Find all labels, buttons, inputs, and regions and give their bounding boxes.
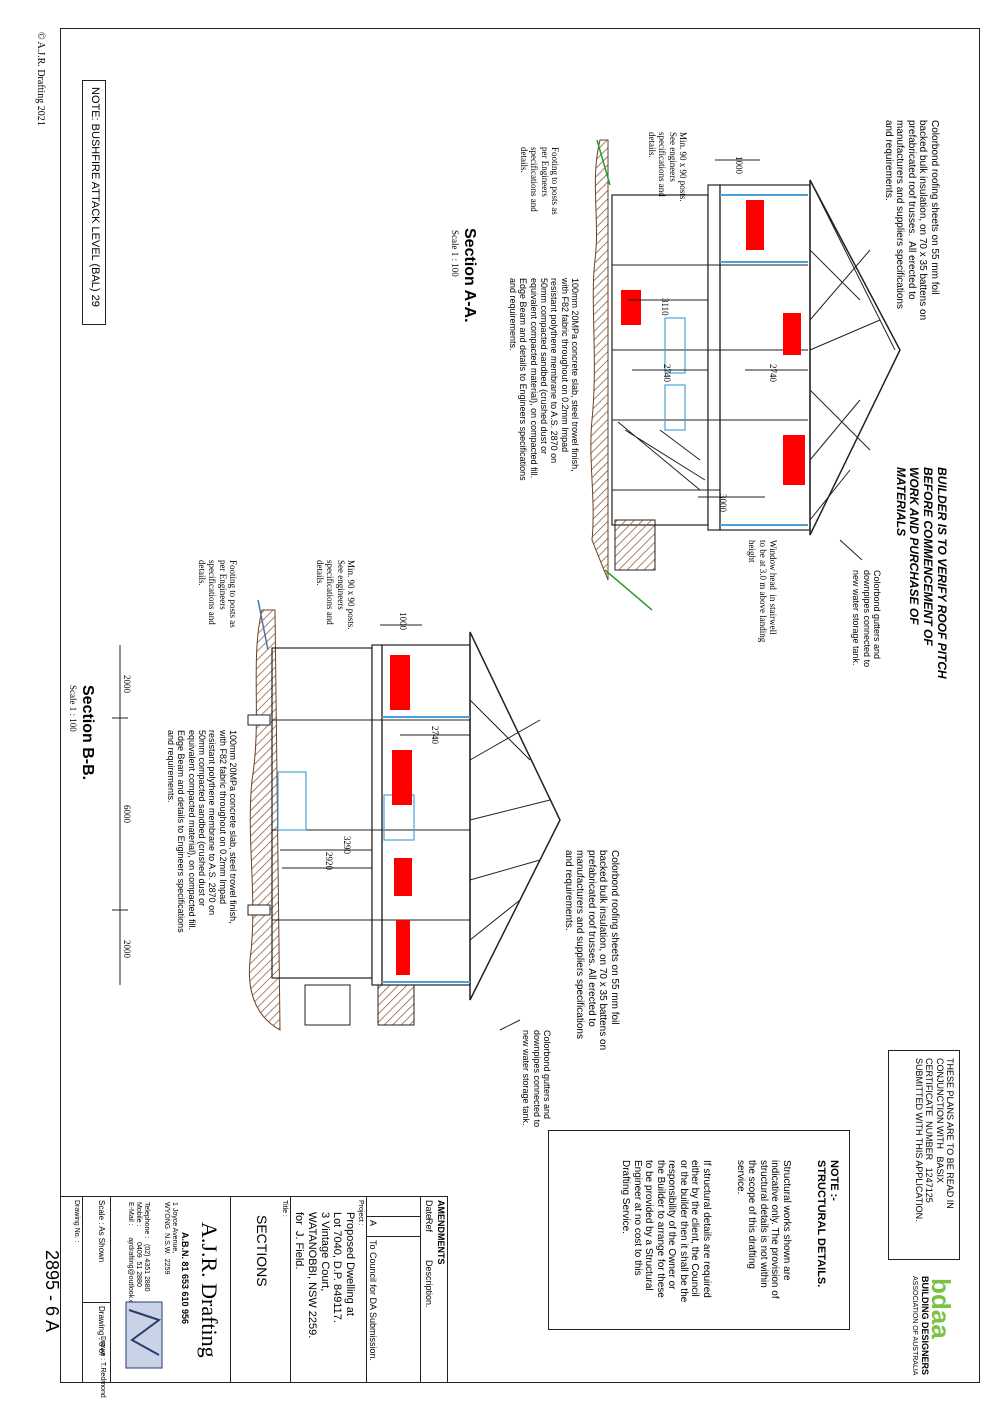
tb-divider	[366, 1236, 420, 1237]
scale-label: Scale : As Shown	[97, 1200, 106, 1263]
drawing-title: SECTIONS	[254, 1215, 270, 1287]
bal-note-box: NOTE: BUSHFIRE ATTACK LEVEL (BAL) 29	[82, 80, 106, 325]
col-date: Date	[424, 1200, 434, 1220]
section-b-scale: Scale 1 : 100	[68, 685, 78, 732]
drawing-no: 2895 - 6 A	[42, 1250, 62, 1333]
section-b-dim-2000-b: 2000	[122, 940, 132, 958]
amendments-label: AMENDMENTS	[436, 1200, 446, 1265]
project-text: Proposed Dwelling at Lot 7040, D.P. 8491…	[293, 1212, 356, 1339]
firm-contact: Telephone : (02) 4351 2880 Mobile : 0409…	[126, 1202, 150, 1314]
structural-para1: Structural works shown are indicative on…	[735, 1160, 792, 1299]
section-b-slab-note: 100mm 20MPa concrete slab, steel trowel …	[165, 730, 238, 933]
bdaa-line1: BUILDING DESIGNERS	[920, 1276, 930, 1376]
section-b-roof-note: Colorbond roofing sheets on 55 mm foil b…	[563, 850, 620, 1051]
tb-divider	[230, 1196, 231, 1383]
row-desc: To Council for DA Submission.	[368, 1240, 378, 1362]
firm-address: 1 Joyce Avenue, WYONG N.S.W. 2259	[162, 1202, 178, 1275]
firm-name: A.J.R. Drafting	[197, 1222, 222, 1358]
section-b-title: Section B-B.	[79, 685, 96, 781]
sheet-border	[60, 28, 980, 1383]
tb-divider	[110, 1196, 111, 1383]
section-b-dim-2000-a: 2000	[122, 675, 132, 693]
tb-divider	[82, 1302, 110, 1303]
structural-box	[548, 1130, 850, 1330]
tb-divider	[290, 1196, 291, 1383]
structural-para2: If structural details are required eithe…	[620, 1160, 713, 1303]
col-desc: Description.	[424, 1260, 434, 1308]
section-b-posts-note: Min. 90 x 90 posts. See engineers specif…	[314, 560, 356, 630]
section-b-gutter-note: Colorbond gutters and downpipes connecte…	[521, 1030, 552, 1128]
title-block	[60, 1196, 448, 1383]
section-b-dim-2920: 2920	[324, 852, 334, 870]
drawn-by: Drawn : T.Redmond	[99, 1336, 106, 1398]
section-b-footing-note: Footing to posts as per Engineers specif…	[196, 560, 238, 628]
title-label: Title :	[281, 1200, 288, 1217]
basix-note: THESE PLANS ARE TO BE READ IN CONJUNCTIO…	[913, 1058, 955, 1222]
bdaa-line2: ASSOCIATION OF AUSTRALIA	[911, 1276, 918, 1376]
project-label: Project :	[357, 1200, 364, 1226]
firm-abn: A.B.N. 81 653 610 956	[180, 1232, 190, 1325]
firm-logo	[125, 1301, 163, 1369]
drawing-no-label: Drawing No. :	[73, 1200, 80, 1243]
tb-divider	[420, 1196, 421, 1383]
tb-divider	[366, 1196, 367, 1383]
tb-divider	[366, 1216, 420, 1217]
section-b-dim-6000: 6000	[122, 805, 132, 823]
section-b-dim-2740: 2740	[430, 726, 440, 744]
col-ref: Ref	[424, 1218, 434, 1233]
basix-note-box	[888, 1050, 960, 1260]
section-b-dim-3290: 3290	[342, 836, 352, 854]
section-b-dim-1000: 1000	[398, 612, 408, 630]
row-ref: A	[368, 1220, 378, 1227]
tb-divider	[82, 1196, 83, 1383]
structural-title: NOTE :- STRUCTURAL DETAILS.	[815, 1160, 840, 1288]
